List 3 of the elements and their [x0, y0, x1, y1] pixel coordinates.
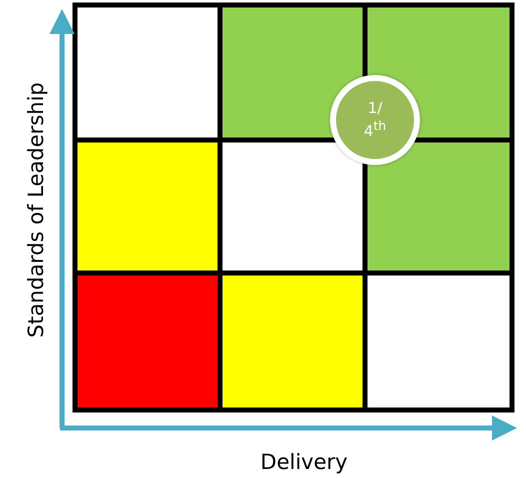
fraction-text: 1/ 4$^{th}$	[362, 99, 388, 141]
axis-label: Standards of Leadership	[24, 82, 48, 338]
axis-label: Delivery	[260, 450, 348, 474]
